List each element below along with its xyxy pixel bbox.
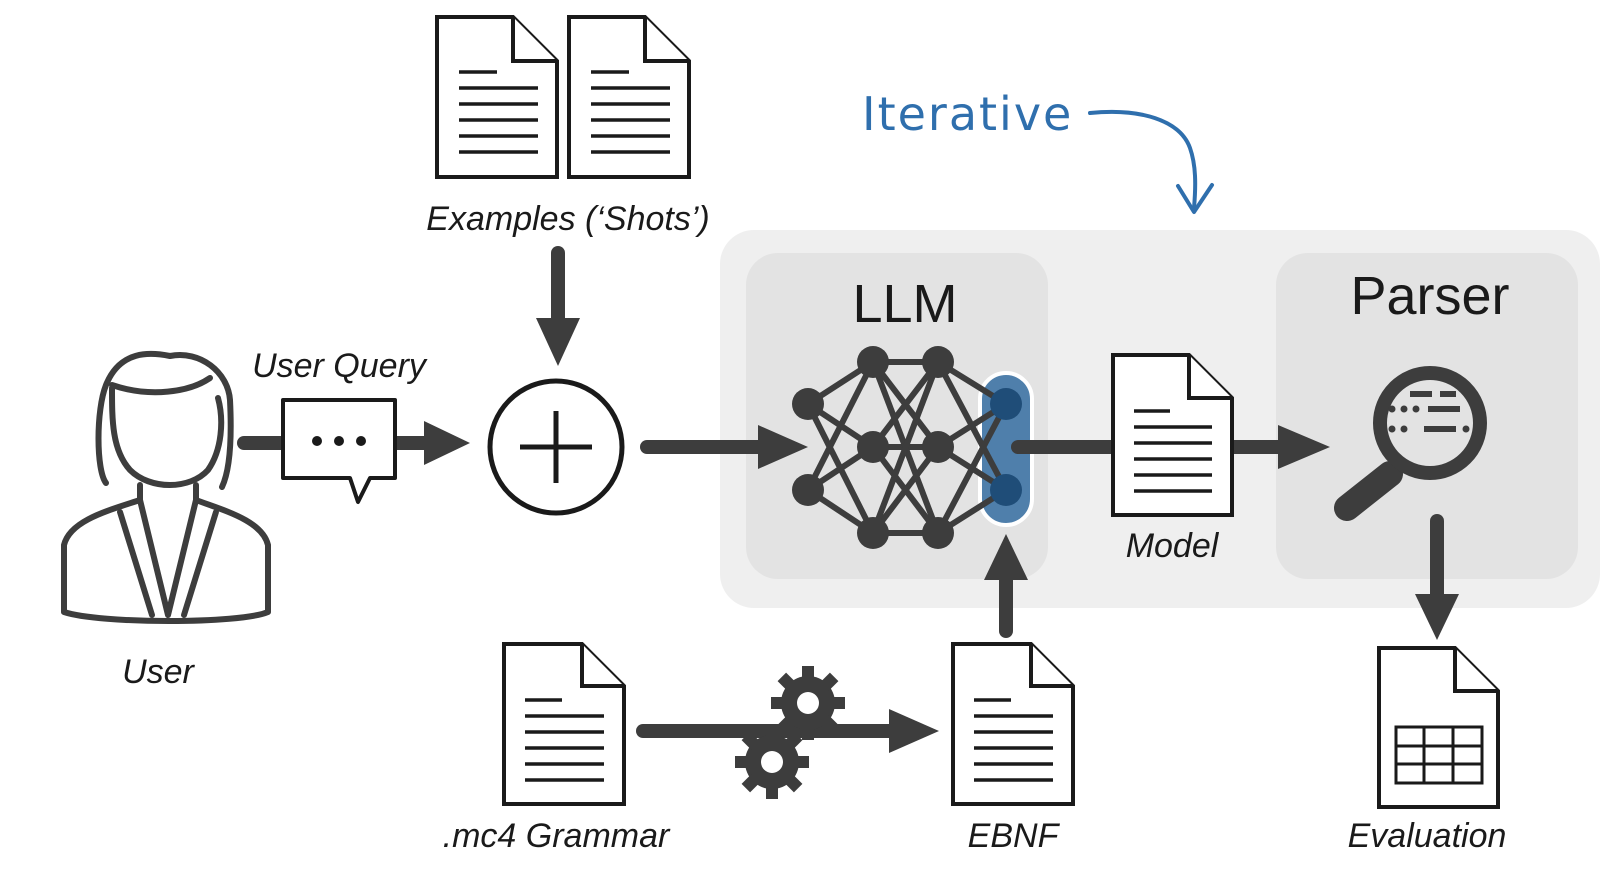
plus-circle-icon	[487, 378, 625, 516]
ebnf-document-icon	[951, 642, 1075, 806]
arrow-combine-to-llm	[640, 425, 808, 469]
arrow-ebnf-to-llm	[984, 534, 1028, 638]
user-label: User	[122, 653, 195, 691]
examples-document-icon-2	[567, 15, 691, 179]
evaluation-label: Evaluation	[1348, 817, 1507, 855]
model-document-icon	[1111, 353, 1234, 517]
examples-document-icon-1	[435, 15, 559, 179]
grammar-document-icon	[502, 642, 626, 806]
iterative-label: Iterative	[862, 87, 1073, 141]
model-label: Model	[1126, 527, 1220, 565]
parser-label: Parser	[1350, 266, 1509, 326]
llm-label: LLM	[852, 274, 957, 334]
magnifier-icon	[1334, 366, 1487, 521]
chat-bubble-icon	[281, 398, 397, 504]
table-document-icon	[1377, 646, 1500, 809]
arrow-examples-to-combine	[536, 246, 580, 366]
gears-icon	[735, 666, 845, 799]
person-icon	[61, 350, 271, 624]
grammar-label: .mc4 Grammar	[443, 817, 671, 855]
arrow-parser-to-evaluation	[1415, 514, 1459, 640]
iterative-curved-arrow	[1088, 109, 1214, 214]
ebnf-label: EBNF	[968, 817, 1061, 855]
examples-label: Examples (‘Shots’)	[426, 200, 709, 238]
neural-network-icon	[792, 346, 1034, 549]
user-query-label: User Query	[252, 347, 428, 385]
